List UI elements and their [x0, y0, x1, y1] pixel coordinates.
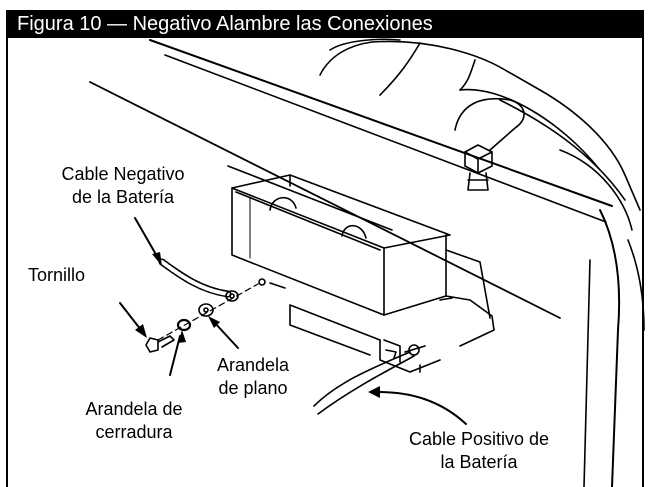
- label-arandela-plano-line1: Arandela: [216, 355, 290, 375]
- screw: [145, 335, 175, 353]
- mounting-bolt: [454, 98, 525, 191]
- label-cable-negativo-line1: Cable Negativo: [61, 164, 185, 184]
- generator-frame: [89, 38, 645, 487]
- label-cable-negativo: Cable Negativo de la Batería: [28, 163, 218, 209]
- battery-box: [227, 165, 495, 373]
- label-tornillo: Tornillo: [28, 265, 86, 285]
- negative-cable: [158, 258, 239, 302]
- alignment-line: [157, 283, 259, 341]
- label-arandela-cerradura: Arandela de cerradura: [54, 398, 214, 444]
- label-arandela-cerradura-line1: Arandela de: [85, 399, 183, 419]
- label-cable-positivo-line1: Cable Positivo de: [408, 429, 550, 449]
- figure-title: Figura 10 — Negativo Alambre las Conexio…: [8, 10, 642, 38]
- label-arandela-plano-line2: de plano: [218, 378, 288, 398]
- flat-washer: [198, 303, 214, 317]
- label-cable-negativo-line2: de la Batería: [71, 187, 175, 207]
- label-cable-positivo: Cable Positivo de la Batería: [394, 428, 564, 474]
- label-cable-positivo-line2: la Batería: [440, 452, 518, 472]
- leader-arrows: [119, 217, 467, 425]
- label-arandela-plano: Arandela de plano: [198, 354, 308, 400]
- label-arandela-cerradura-line2: cerradura: [95, 422, 173, 442]
- lock-washer: [176, 318, 192, 332]
- figure-frame: Figura 10 — Negativo Alambre las Conexio…: [6, 10, 644, 487]
- positive-cable: [313, 351, 415, 415]
